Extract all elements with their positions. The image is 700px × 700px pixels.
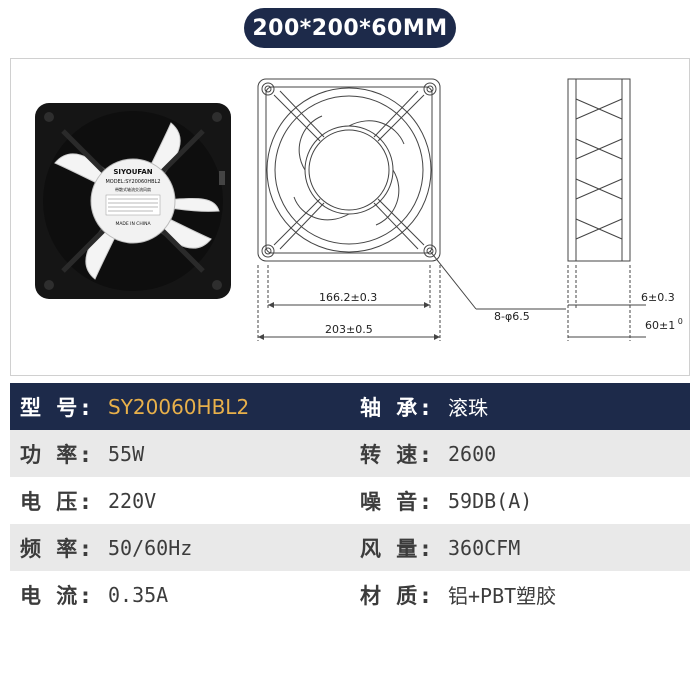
spec-value: 0.35A — [108, 582, 169, 607]
spec-label: 转 速: — [360, 442, 434, 467]
spec-value: 2600 — [448, 441, 497, 466]
spec-table: 型 号:SY20060HBL2 轴 承:滚珠 功 率:55W 转 速:2600 … — [10, 383, 690, 618]
spec-label: 型 号: — [20, 395, 94, 420]
dim-hole-pitch: 166.2±0.3 — [319, 291, 378, 304]
dim-depth: 60±1 0 — [645, 317, 684, 332]
spec-label: 轴 承: — [360, 395, 434, 420]
spec-label: 风 量: — [360, 536, 434, 561]
spec-row: 频 率: 50/60Hz 风 量: 360CFM — [10, 524, 690, 571]
spec-row: 电 流: 0.35A 材 质: 铝+PBT塑胶 — [10, 571, 690, 618]
spec-label: 频 率: — [20, 536, 94, 561]
fan-model-label: MODEL:SY20060HBL2 — [105, 179, 160, 185]
spec-value: 55W — [108, 441, 145, 466]
dim-depth-tol: 0 — [677, 317, 683, 326]
spec-value: 59DB(A) — [448, 488, 533, 513]
spec-label: 材 质: — [360, 583, 434, 608]
fan-madein-label: MADE IN CHINA — [115, 221, 151, 227]
spec-row: 功 率: 55W 转 速: 2600 — [10, 430, 690, 477]
spec-label: 电 压: — [20, 489, 94, 514]
spec-label: 噪 音: — [360, 489, 434, 514]
dim-overall-width: 203±0.5 — [325, 323, 373, 336]
figure-panel: SIYOUFAN MODEL:SY20060HBL2 带散式轴流交流风扇 MAD… — [10, 58, 690, 376]
fan-photo: SIYOUFAN MODEL:SY20060HBL2 带散式轴流交流风扇 MAD… — [35, 103, 231, 299]
fan-subtitle-label: 带散式轴流交流风扇 — [115, 186, 151, 192]
spec-value: 360CFM — [448, 535, 521, 560]
spec-label: 功 率: — [20, 442, 94, 467]
spec-value: 滚珠 — [448, 396, 488, 420]
page-title: 200*200*60MM — [244, 8, 456, 48]
dim-depth-main: 60±1 — [645, 319, 676, 332]
spec-value: 220V — [108, 488, 157, 513]
dim-holes: 8-φ6.5 — [494, 310, 530, 323]
spec-label: 电 流: — [20, 583, 94, 608]
spec-value: 50/60Hz — [108, 535, 193, 560]
spec-row: 电 压: 220V 噪 音: 59DB(A) — [10, 477, 690, 524]
spec-value: SY20060HBL2 — [108, 394, 250, 419]
fan-brand-label: SIYOUFAN — [113, 168, 152, 176]
dim-flange: 6±0.3 — [641, 291, 675, 304]
spec-value: 铝+PBT塑胶 — [448, 584, 557, 608]
spec-row: 型 号: SY20060HBL2 轴 承: 滚珠 — [10, 383, 690, 430]
technical-drawing — [257, 78, 646, 341]
